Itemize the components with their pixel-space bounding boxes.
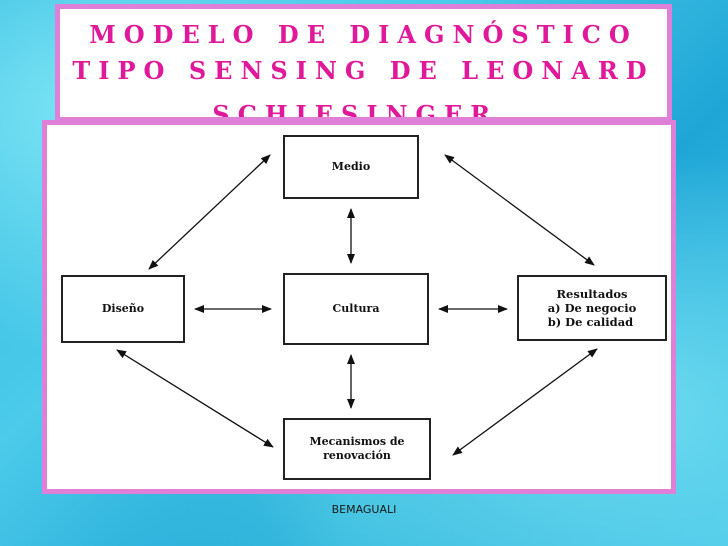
node-resultados-item-b: b) De calidad — [547, 315, 634, 329]
node-cultura-label: Cultura — [332, 302, 380, 315]
arrow-medio-resultados — [444, 154, 595, 266]
footer-author: BEMAGUALI — [331, 503, 397, 516]
slide-title: MODELO DE DIAGNÓSTICO TIPO SENSING DE LE… — [60, 17, 667, 122]
title-line-2: TIPO SENSING DE LEONARD — [72, 56, 655, 85]
node-diseno: Diseño — [61, 275, 185, 343]
connector-layer — [116, 154, 598, 456]
node-mecanismos-line-1: Mecanismos de — [309, 435, 405, 448]
node-medio-label: Medio — [331, 160, 371, 173]
title-panel: MODELO DE DIAGNÓSTICO TIPO SENSING DE LE… — [55, 4, 672, 122]
node-mecanismos: Mecanismos de renovación — [283, 418, 431, 480]
arrow-diseno-mecanismos — [116, 349, 274, 448]
node-resultados-list: a) De negocio b) De calidad — [548, 301, 637, 329]
node-mecanismos-line-2: renovación — [323, 449, 391, 462]
title-line-1: MODELO DE DIAGNÓSTICO — [89, 20, 638, 49]
arrow-resultados-mecanismos — [452, 348, 598, 456]
title-line-3: SCHIESINGER. — [212, 100, 515, 122]
node-resultados-heading: Resultados — [556, 287, 628, 301]
node-cultura: Cultura — [283, 273, 429, 345]
diagram-panel: Medio Diseño Cultura Resultados a) De ne… — [42, 120, 676, 494]
arrow-medio-diseno — [148, 154, 271, 270]
node-resultados-item-a: a) De negocio — [547, 301, 637, 315]
node-resultados: Resultados a) De negocio b) De calidad — [517, 275, 667, 341]
node-medio: Medio — [283, 135, 419, 199]
node-diseno-label: Diseño — [101, 302, 145, 315]
